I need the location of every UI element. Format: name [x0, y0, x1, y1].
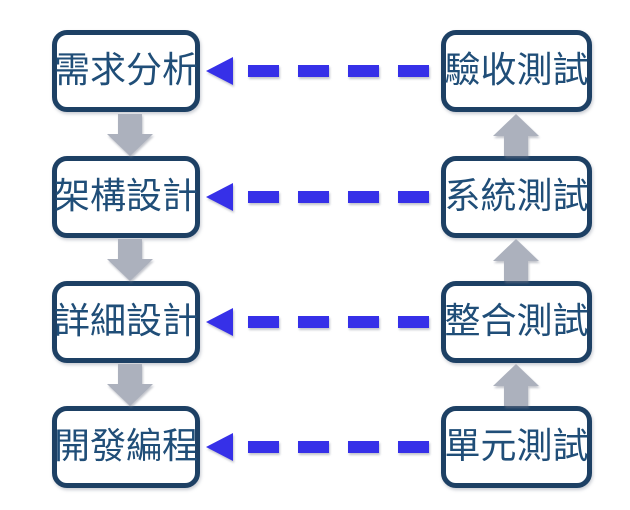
box-unit-testing: 單元測試 [441, 406, 592, 488]
box-architecture-design: 架構設計 [52, 156, 200, 238]
down-arrow-icon [107, 114, 153, 156]
box-label: 驗收測試 [444, 50, 589, 91]
box-label: 整合測試 [444, 301, 589, 342]
box-label: 開發編程 [54, 426, 199, 467]
box-development-coding: 開發編程 [52, 406, 200, 488]
dashed-feedback-arrow-icon [206, 308, 430, 336]
up-arrow-icon [493, 239, 539, 281]
box-acceptance-testing: 驗收測試 [441, 30, 592, 112]
box-detailed-design: 詳細設計 [52, 281, 200, 363]
dashed-feedback-arrow-icon [206, 433, 430, 461]
dashed-feedback-arrow-icon [206, 183, 430, 211]
box-label: 架構設計 [54, 176, 199, 217]
down-arrow-icon [107, 239, 153, 281]
box-system-testing: 系統測試 [441, 156, 592, 238]
box-requirements-analysis: 需求分析 [52, 30, 200, 112]
box-integration-testing: 整合測試 [441, 281, 592, 363]
up-arrow-icon [493, 364, 539, 406]
dashed-feedback-arrow-icon [206, 57, 430, 85]
box-label: 需求分析 [54, 50, 199, 91]
down-arrow-icon [107, 364, 153, 406]
box-label: 單元測試 [444, 426, 589, 467]
up-arrow-icon [493, 114, 539, 156]
box-label: 詳細設計 [54, 301, 199, 342]
box-label: 系統測試 [444, 176, 589, 217]
